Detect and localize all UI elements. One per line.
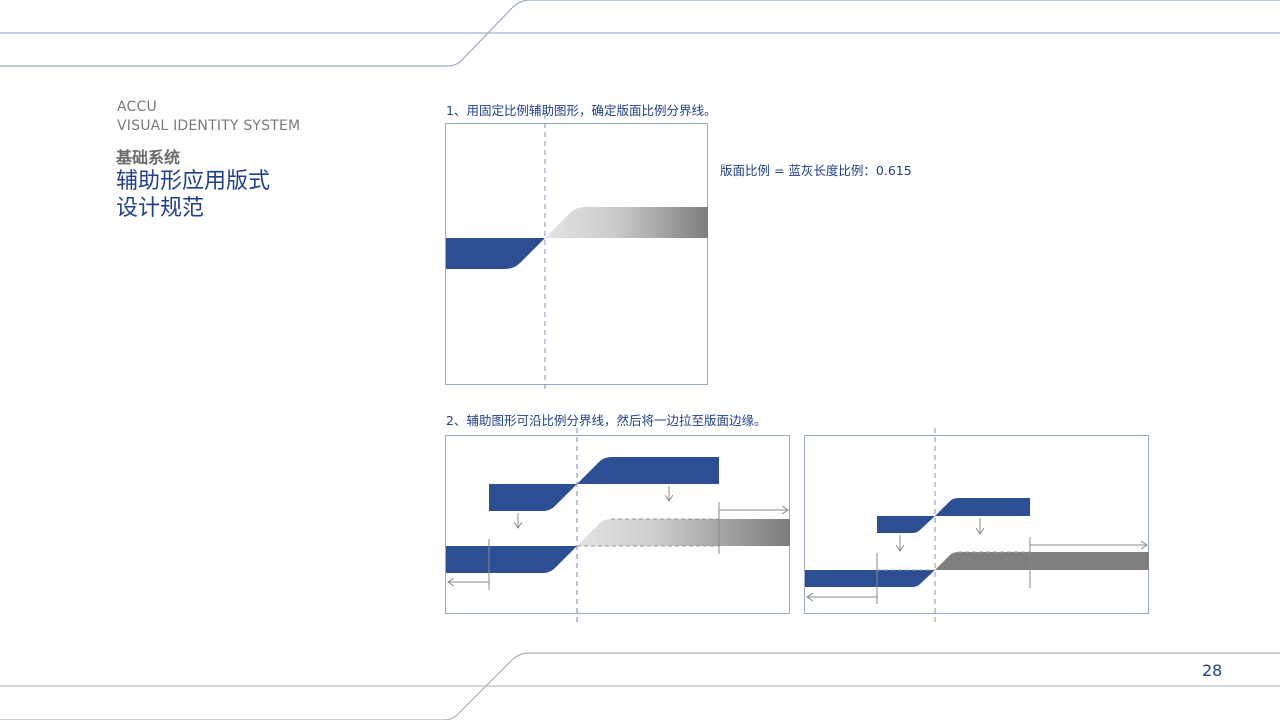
brand-name: ACCU	[117, 99, 157, 115]
lower-gray-shape	[935, 552, 1149, 570]
page-title: 辅助形应用版式 设计规范	[116, 168, 270, 222]
layout-frame-b	[804, 435, 1149, 614]
top-curve	[0, 0, 1280, 67]
upper-blue-left	[877, 516, 935, 533]
upper-blue-right	[577, 457, 719, 484]
lower-gray-shape	[577, 519, 790, 546]
page-title-line2: 设计规范	[116, 196, 205, 221]
upper-blue-left	[489, 484, 577, 511]
lower-blue-shape	[446, 546, 577, 573]
step2-caption: 2、辅助图形可沿比例分界线，然后将一边拉至版面边缘。	[446, 413, 767, 428]
lower-blue-shape	[805, 570, 935, 587]
upper-blue-right	[935, 498, 1030, 516]
blue-shape	[446, 238, 545, 269]
ratio-note: 版面比例 = 蓝灰长度比例：0.615	[720, 163, 912, 178]
page-number: 28	[1202, 661, 1223, 680]
brand-block: ACCU VISUAL IDENTITY SYSTEM	[117, 98, 300, 136]
section-label: 基础系统	[116, 148, 181, 167]
layout-frame	[445, 123, 708, 385]
brand-subtitle: VISUAL IDENTITY SYSTEM	[117, 118, 301, 134]
step1-caption: 1、用固定比例辅助图形，确定版面比例分界线。	[446, 103, 717, 118]
page-title-line1: 辅助形应用版式	[116, 169, 271, 194]
gray-shape	[545, 207, 708, 238]
